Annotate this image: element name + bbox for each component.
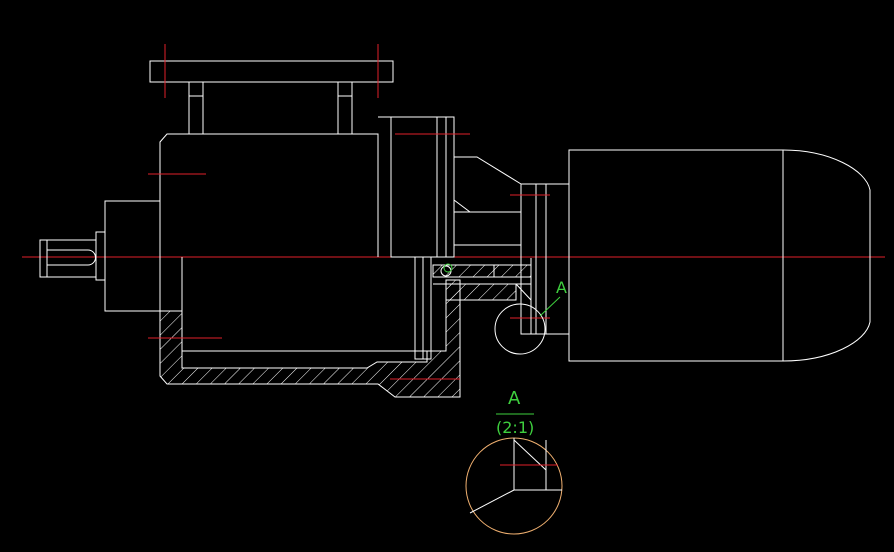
detail-view-a[interactable]: A (2:1): [465, 388, 563, 535]
coupling-flange[interactable]: [378, 116, 470, 360]
gearbox-lower-housing[interactable]: [148, 257, 461, 398]
detail-marker-a[interactable]: A: [494, 278, 567, 355]
motor-adapter-ring[interactable]: [510, 183, 550, 335]
support-posts[interactable]: [188, 82, 353, 134]
detail-view-label: A: [508, 388, 521, 409]
conical-adapter[interactable]: [453, 156, 522, 257]
detail-scale-label: (2:1): [496, 418, 534, 437]
input-shaft[interactable]: [39, 200, 161, 312]
gearbox-upper-housing[interactable]: [148, 133, 379, 257]
top-cover-plate[interactable]: [149, 44, 394, 98]
section-marker-label: A: [556, 278, 567, 297]
shaft-sleeve-section[interactable]: [432, 258, 532, 334]
motor-body[interactable]: [546, 149, 871, 362]
